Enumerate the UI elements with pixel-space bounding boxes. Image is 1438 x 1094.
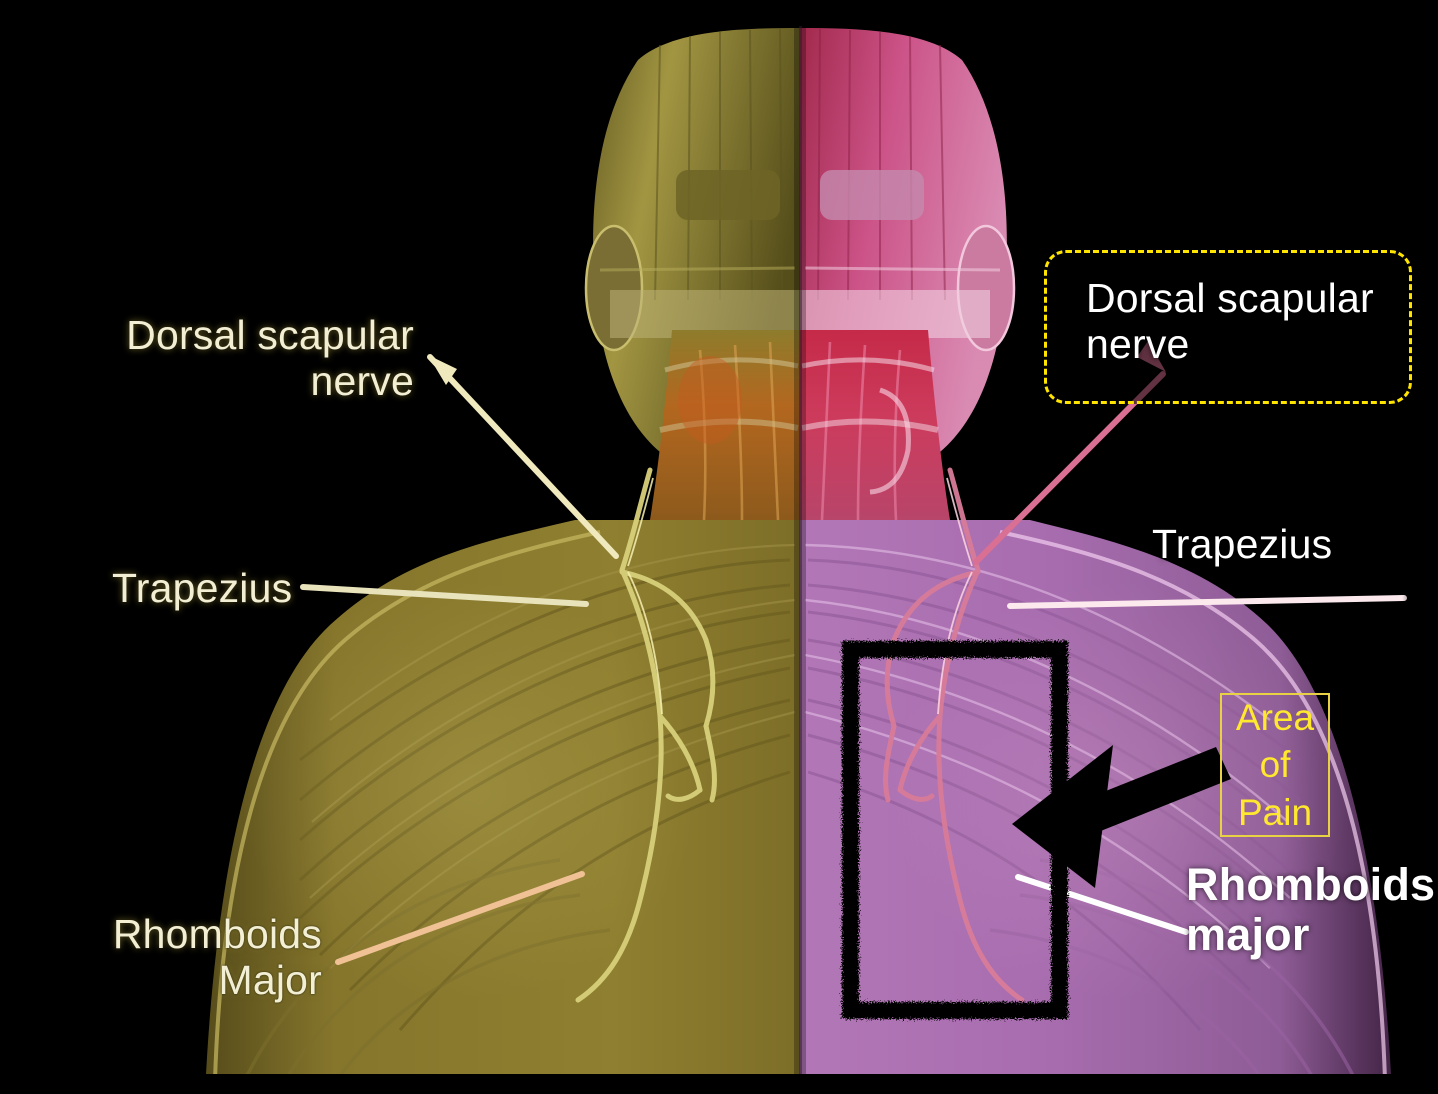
area-of-pain-label: Area of Pain (1235, 696, 1315, 833)
label-right-dorsal-scapular-nerve: Dorsal scapular nerve (1086, 275, 1374, 367)
label-right-rhomboids-major: Rhomboids major (1186, 859, 1436, 961)
leader-right-rhom (1015, 874, 1189, 935)
leader-right-trap (1007, 595, 1407, 609)
left-frame-edge (0, 0, 72, 1094)
dorsal-scapular-nerve-left (575, 467, 717, 1003)
back-left (205, 520, 800, 1094)
leader-left-dsn (427, 354, 619, 559)
label-left-trapezius: Trapezius (112, 565, 293, 611)
label-right-trapezius: Trapezius (1152, 521, 1333, 567)
label-left-rhomboids-major: Rhomboids Major (112, 911, 322, 1003)
neck-right (800, 330, 950, 521)
bottom-frame-edge (0, 1074, 1438, 1094)
neck-left (650, 330, 800, 521)
top-frame-edge (0, 0, 1438, 26)
dorsal-scapular-nerve-callout-box (1044, 250, 1412, 404)
pain-area-highlight-rect (842, 641, 1068, 1019)
right-frame-edge (1402, 0, 1438, 1094)
label-left-dorsal-scapular-nerve: Dorsal scapular nerve (126, 312, 414, 404)
leader-left-rhom (335, 871, 585, 965)
area-of-pain-box: Area of Pain (1220, 693, 1330, 837)
leader-left-trap (300, 584, 589, 607)
